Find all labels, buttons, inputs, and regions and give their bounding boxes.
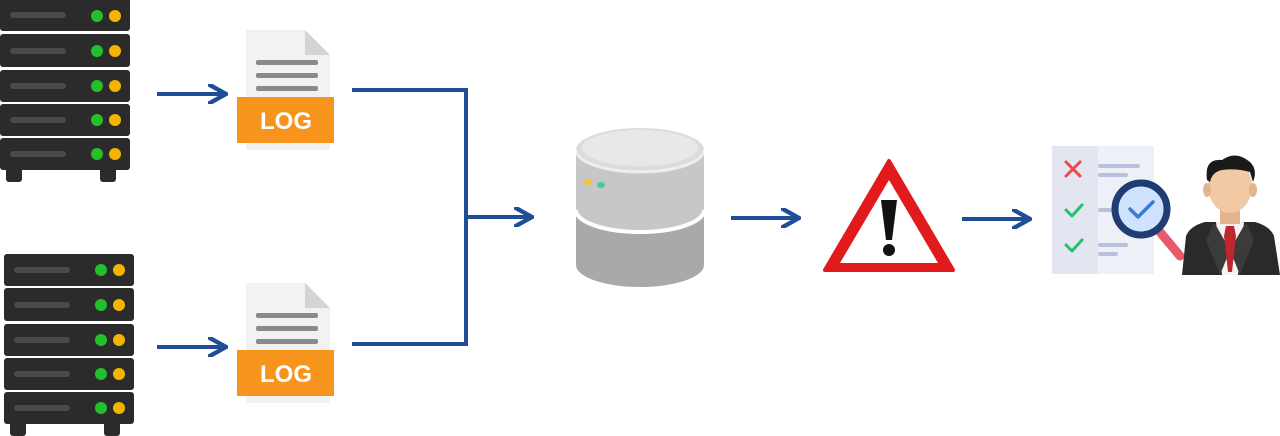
connector-bracket	[352, 88, 530, 346]
businessman-icon	[1182, 155, 1280, 275]
log-file-icon: LOG	[237, 283, 334, 403]
server-rack-icon	[0, 0, 130, 182]
warning-triangle-icon	[823, 159, 955, 272]
log-label: LOG	[260, 361, 312, 388]
database-icon	[574, 128, 706, 287]
log-file-icon: LOG	[237, 30, 334, 150]
server-rack-icon	[4, 254, 134, 436]
log-label: LOG	[260, 108, 312, 135]
magnifier-icon	[1111, 179, 1185, 261]
